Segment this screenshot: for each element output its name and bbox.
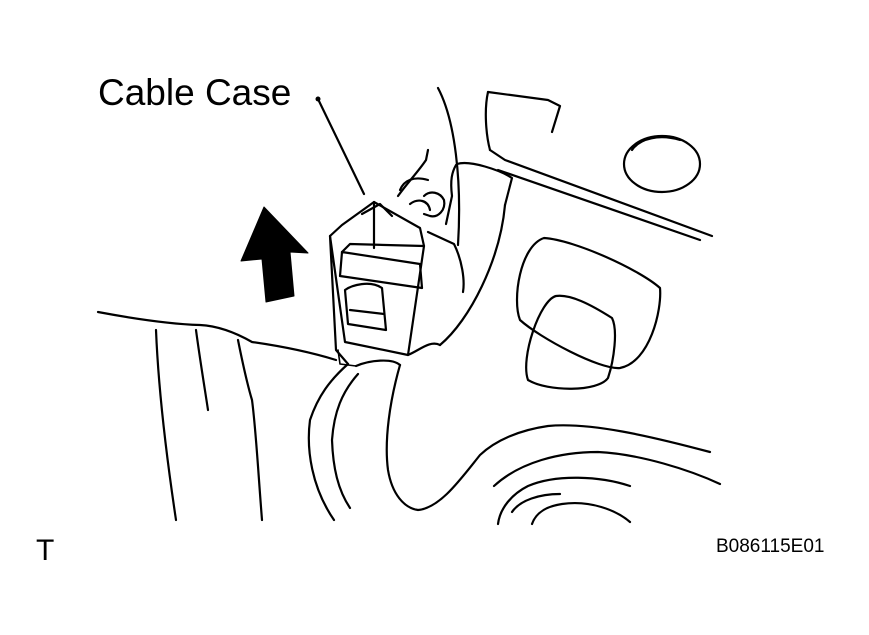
cable-case-label: Cable Case [98,72,292,113]
plug-hole [622,134,702,194]
figure-code: B086115E01 [716,536,825,557]
bracket-opening [515,236,662,390]
body-panel [436,86,714,347]
cable-case [328,200,442,367]
callout-leader-line [315,96,366,196]
lower-body [96,310,722,526]
view-letter: T [36,534,55,567]
mounting-tab [396,148,465,294]
removal-direction-arrow [240,206,309,303]
